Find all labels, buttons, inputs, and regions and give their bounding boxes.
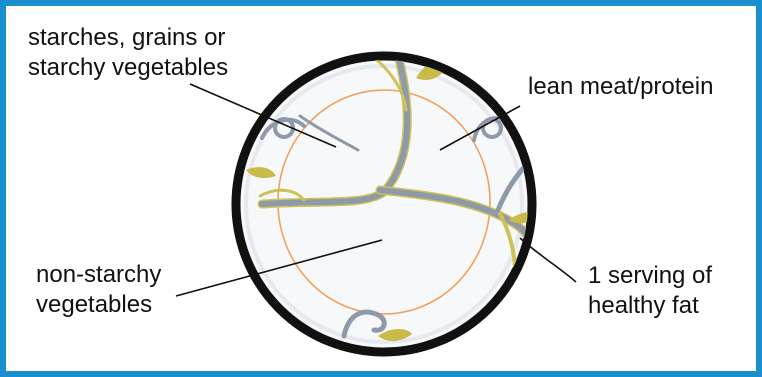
label-healthy-fat-line-1: 1 serving of [588, 261, 712, 291]
label-starches-line-2: starchy vegetables [28, 53, 228, 83]
label-non-starchy-line-2: vegetables [36, 290, 161, 320]
label-lean-meat-line-1: lean meat/protein [528, 72, 713, 102]
label-healthy-fat: 1 serving of healthy fat [588, 261, 712, 321]
label-non-starchy-line-1: non-starchy [36, 260, 161, 290]
leader-healthy-fat [520, 238, 576, 282]
label-healthy-fat-line-2: healthy fat [588, 291, 712, 321]
label-starches-line-1: starches, grains or [28, 23, 228, 53]
label-lean-meat: lean meat/protein [528, 72, 713, 102]
leaf [532, 254, 543, 292]
label-non-starchy: non-starchy vegetables [36, 260, 161, 320]
label-starches: starches, grains or starchy vegetables [28, 23, 228, 83]
